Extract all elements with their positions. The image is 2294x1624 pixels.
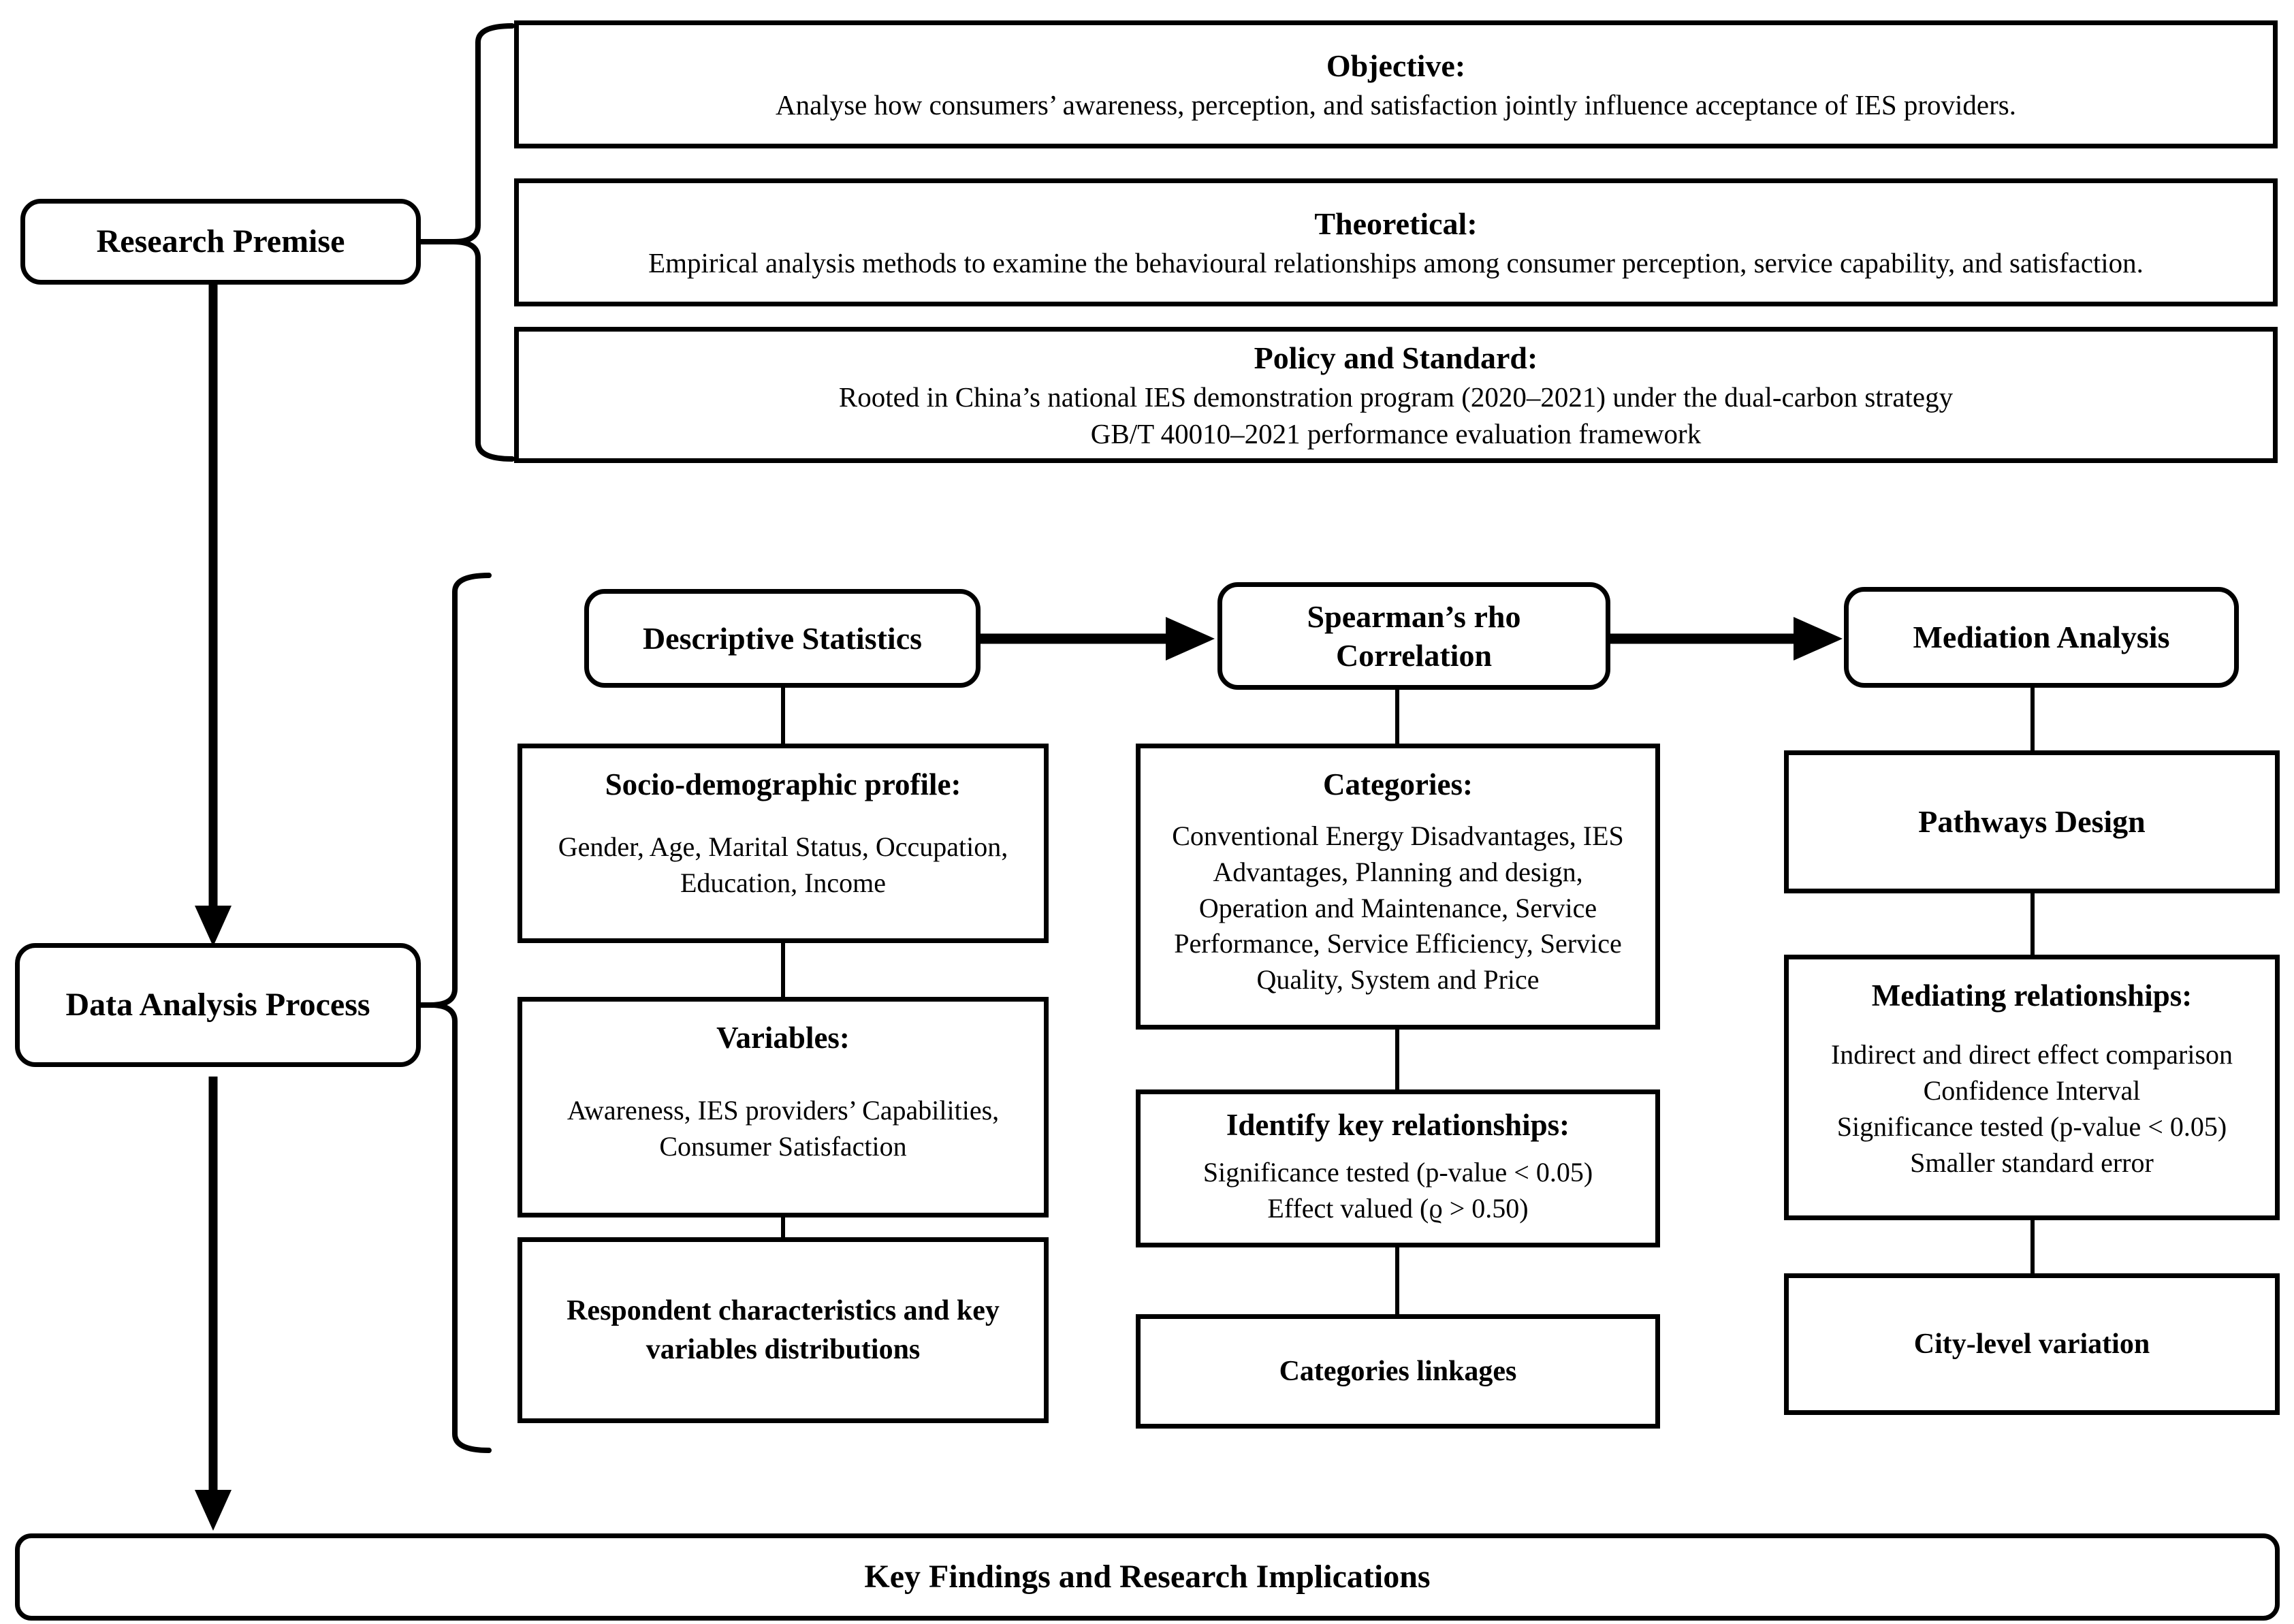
premise-brace (453, 23, 515, 462)
identify-key-relationships-title: Identify key relationships: (1226, 1108, 1570, 1142)
theoretical-box: Theoretical: Empirical analysis methods … (514, 178, 2278, 306)
categories-box: Categories: Conventional Energy Disadvan… (1136, 744, 1660, 1030)
variables-title: Variables: (716, 1021, 850, 1055)
pathways-design-label: Pathways Design (1918, 803, 2146, 839)
arrowhead-right-2 (1794, 617, 1843, 660)
city-level-variation-box: City-level variation (1784, 1273, 2280, 1415)
data-analysis-process-label: Data Analysis Process (65, 987, 370, 1023)
categories-title: Categories: (1323, 767, 1473, 801)
spearman-correlation-header: Spearman’s rho Correlation (1217, 582, 1610, 690)
mediation-analysis-header: Mediation Analysis (1844, 587, 2239, 688)
identify-key-relationships-box: Identify key relationships: Significance… (1136, 1089, 1660, 1247)
process-brace (430, 573, 492, 1453)
theoretical-body: Empirical analysis methods to examine th… (648, 246, 2144, 278)
pathways-design-box: Pathways Design (1784, 750, 2280, 893)
respondent-characteristics-box: Respondent characteristics and key varia… (517, 1237, 1049, 1423)
categories-body: Conventional Energy Disadvantages, IES A… (1172, 821, 1624, 996)
mediation-analysis-label: Mediation Analysis (1913, 620, 2170, 655)
objective-box: Objective: Analyse how consumers’ awaren… (514, 20, 2278, 148)
key-findings-label: Key Findings and Research Implications (864, 1559, 1431, 1595)
mediating-relationships-body: Indirect and direct effect comparison Co… (1830, 1039, 2233, 1178)
research-premise-box: Research Premise (20, 199, 421, 285)
policy-standard-body: Rooted in China’s national IES demonstra… (838, 381, 1954, 449)
objective-body: Analyse how consumers’ awareness, percep… (776, 89, 2016, 121)
variables-box: Variables: Awareness, IES providers’ Cap… (517, 997, 1049, 1217)
policy-standard-title: Policy and Standard: (1254, 340, 1538, 375)
spearman-correlation-label: Spearman’s rho Correlation (1307, 599, 1521, 673)
theoretical-title: Theoretical: (1314, 206, 1478, 242)
socio-demographic-body: Gender, Age, Marital Status, Occupation,… (558, 831, 1008, 898)
respondent-characteristics-label: Respondent characteristics and key varia… (567, 1294, 1000, 1365)
categories-linkages-box: Categories linkages (1136, 1314, 1660, 1429)
mediating-relationships-box: Mediating relationships: Indirect and di… (1784, 955, 2280, 1220)
objective-title: Objective: (1326, 48, 1466, 84)
research-premise-label: Research Premise (96, 223, 345, 260)
arrowhead-down-1 (195, 906, 232, 946)
categories-linkages-label: Categories linkages (1279, 1355, 1517, 1387)
socio-demographic-title: Socio-demographic profile: (605, 767, 961, 801)
city-level-variation-label: City-level variation (1913, 1328, 2150, 1360)
data-analysis-process-box: Data Analysis Process (15, 943, 421, 1067)
key-findings-bar: Key Findings and Research Implications (15, 1533, 2280, 1621)
descriptive-statistics-header: Descriptive Statistics (584, 589, 981, 688)
arrowhead-right-1 (1166, 617, 1215, 660)
variables-body: Awareness, IES providers’ Capabilities, … (567, 1095, 1000, 1162)
identify-key-relationships-body: Significance tested (p-value < 0.05) Eff… (1202, 1157, 1593, 1224)
descriptive-statistics-label: Descriptive Statistics (642, 620, 923, 656)
socio-demographic-box: Socio-demographic profile: Gender, Age, … (517, 744, 1049, 943)
mediating-relationships-title: Mediating relationships: (1871, 978, 2193, 1013)
arrowhead-down-2 (195, 1490, 232, 1531)
policy-standard-box: Policy and Standard: Rooted in China’s n… (514, 327, 2278, 463)
